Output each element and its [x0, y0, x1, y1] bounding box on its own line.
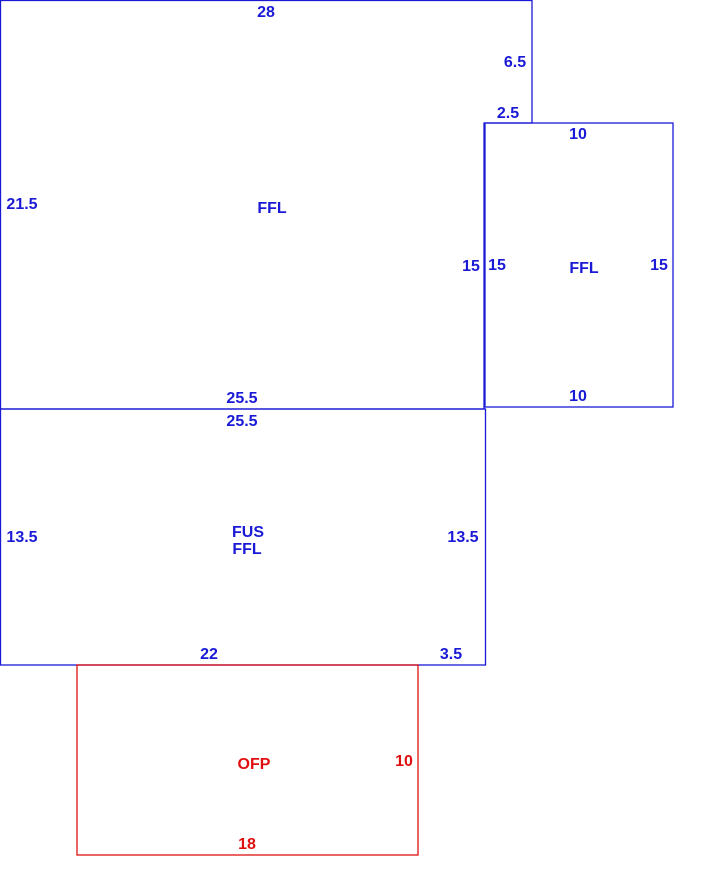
ofp-right-dimension: 10 — [395, 753, 413, 770]
fus-ffl-area-code-upper: FUS — [232, 524, 264, 541]
side-ffl-outline — [484, 122, 674, 408]
fus-ffl-bottom-right-dimension: 3.5 — [440, 646, 462, 663]
upper-ffl-right-top-dimension: 6.5 — [504, 54, 526, 71]
upper-ffl-bottom-dimension: 25.5 — [226, 390, 257, 407]
side-ffl-bottom-dimension: 10 — [569, 388, 587, 405]
side-ffl-left-dimension: 15 — [488, 257, 506, 274]
ofp-outline — [76, 664, 419, 856]
ofp-area-code: OFP — [238, 756, 271, 773]
fus-ffl-area-code-lower: FFL — [232, 541, 262, 558]
fus-ffl-bottom-dimension: 22 — [200, 646, 218, 663]
side-ffl-right-dimension: 15 — [650, 257, 668, 274]
ofp-bottom-dimension: 18 — [238, 836, 256, 853]
fus-ffl-right-dimension: 13.5 — [447, 529, 478, 546]
upper-ffl-step-dimension: 2.5 — [497, 105, 519, 122]
upper-ffl-right-dimension: 15 — [462, 258, 480, 275]
upper-ffl-area-code: FFL — [257, 200, 287, 217]
side-ffl-top-dimension: 10 — [569, 126, 587, 143]
side-ffl-area-code: FFL — [569, 260, 599, 277]
fus-ffl-top-dimension: 25.5 — [226, 413, 257, 430]
upper-ffl-top-dimension: 28 — [257, 4, 275, 21]
fus-ffl-left-dimension: 13.5 — [6, 529, 37, 546]
upper-ffl-left-dimension: 21.5 — [6, 196, 37, 213]
